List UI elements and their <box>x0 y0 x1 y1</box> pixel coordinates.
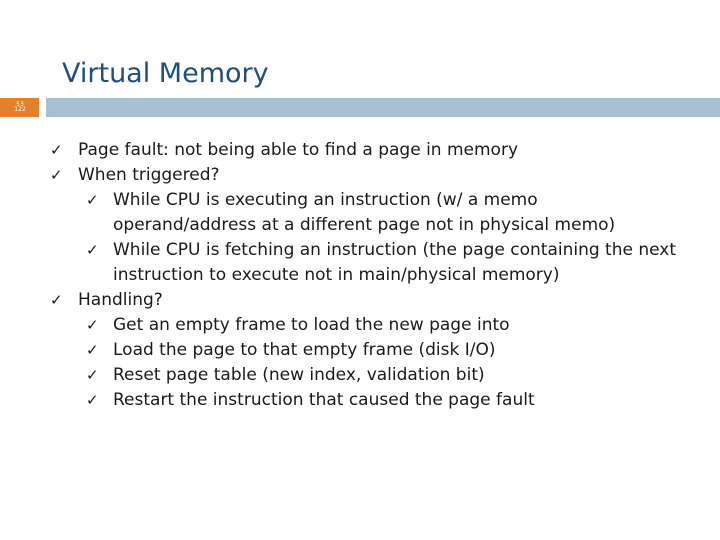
sub-bullet-item: ✓ While CPU is executing an instruction … <box>0 188 720 238</box>
bullet-item: ✓ When triggered? <box>0 163 720 188</box>
check-mark-icon: ✓ <box>50 291 63 309</box>
page-number: 53 122 <box>12 101 28 113</box>
page-number-top: 53 <box>16 101 24 108</box>
sub-bullet-item: ✓ Load the page to that empty frame (dis… <box>0 338 720 363</box>
bullet-item: ✓ Handling? <box>0 288 720 313</box>
check-mark-icon: ✓ <box>86 366 99 384</box>
sub-bullet-item: ✓ Restart the instruction that caused th… <box>0 388 720 413</box>
check-mark-icon: ✓ <box>86 241 99 259</box>
title-rule <box>46 98 720 117</box>
bullet-text-line: Page fault: not being able to find a pag… <box>78 140 518 160</box>
bullet-text-line: When triggered? <box>78 165 220 185</box>
check-mark-icon: ✓ <box>86 341 99 359</box>
sub-bullet-item: ✓ Get an empty frame to load the new pag… <box>0 313 720 338</box>
page-number-bottom: 122 <box>14 106 26 113</box>
check-mark-icon: ✓ <box>86 316 99 334</box>
bullet-text-line: Load the page to that empty frame (disk … <box>113 340 496 360</box>
sub-bullet-item: ✓ Reset page table (new index, validatio… <box>0 363 720 388</box>
bullet-text-line: Reset page table (new index, validation … <box>113 365 485 385</box>
check-mark-icon: ✓ <box>50 166 63 184</box>
page-number-box <box>0 98 39 117</box>
slide-title: Virtual Memory <box>62 58 269 89</box>
bullet-text-line: instruction to execute not in main/physi… <box>113 265 560 285</box>
bullet-list: ✓ Page fault: not being able to find a p… <box>0 138 720 413</box>
bullet-text-line: operand/address at a different page not … <box>113 215 616 235</box>
check-mark-icon: ✓ <box>50 141 63 159</box>
bullet-text-line: Restart the instruction that caused the … <box>113 390 535 410</box>
bullet-text-line: Handling? <box>78 290 163 310</box>
bullet-item: ✓ Page fault: not being able to find a p… <box>0 138 720 163</box>
check-mark-icon: ✓ <box>86 391 99 409</box>
bullet-text-line: While CPU is executing an instruction (w… <box>113 190 538 210</box>
bullet-text-line: Get an empty frame to load the new page … <box>113 315 510 335</box>
bullet-text-line: While CPU is fetching an instruction (th… <box>113 240 677 260</box>
check-mark-icon: ✓ <box>86 191 99 209</box>
sub-bullet-item: ✓ While CPU is fetching an instruction (… <box>0 238 720 288</box>
